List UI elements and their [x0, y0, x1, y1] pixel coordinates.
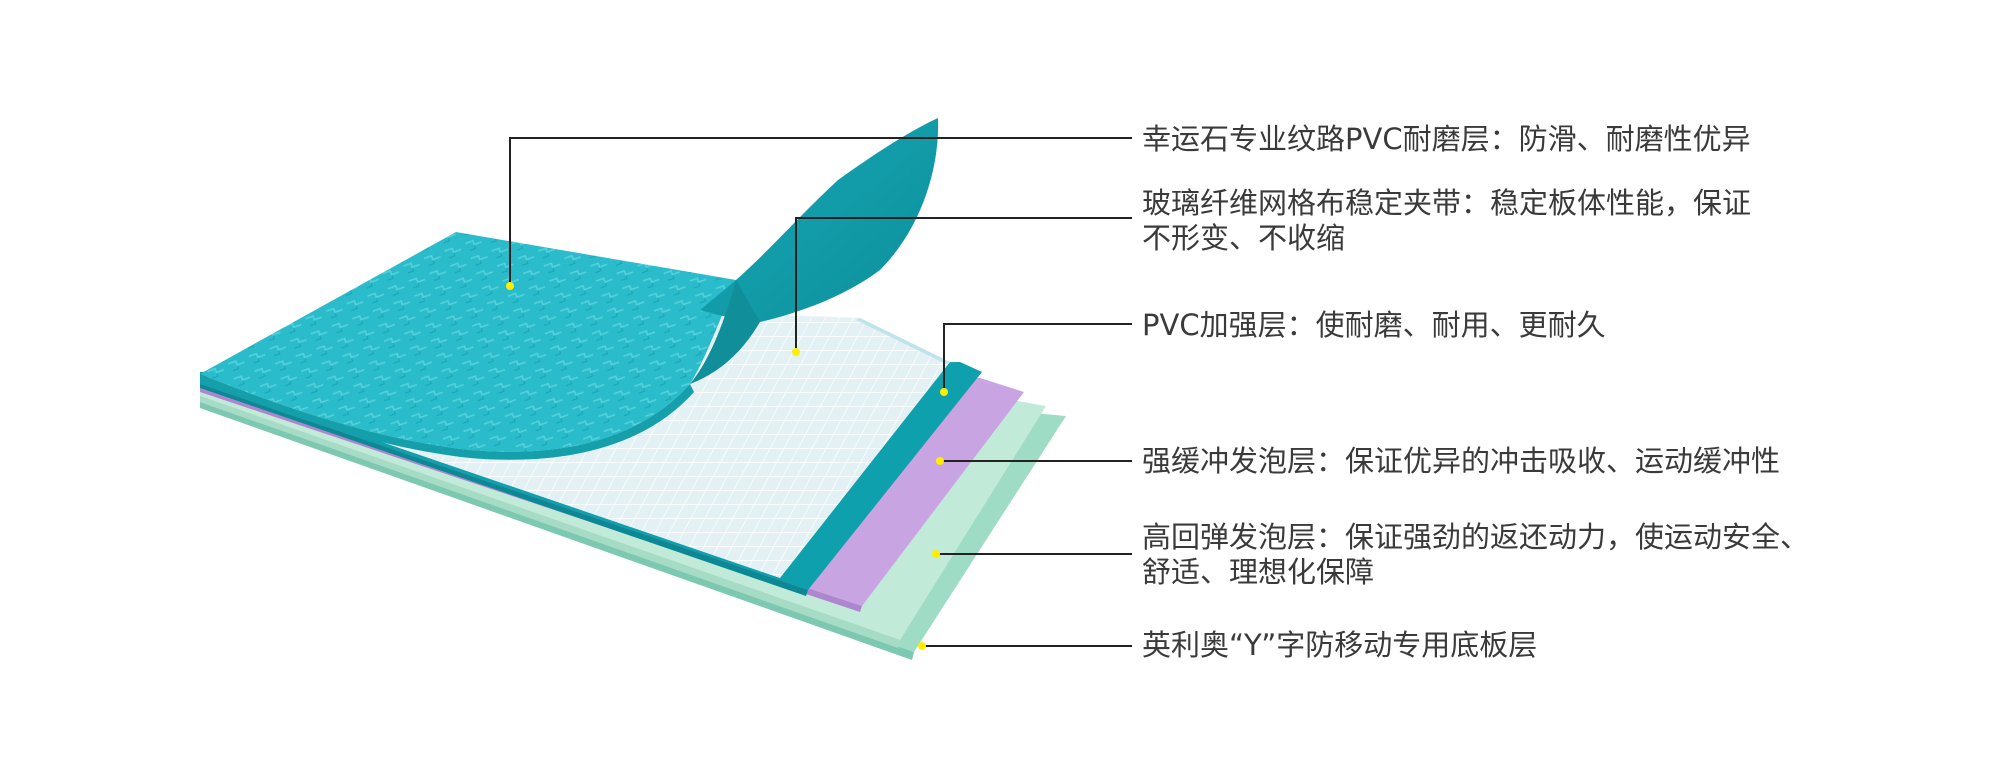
leader-line-fiberglass: [795, 217, 1132, 352]
label-line: 玻璃纤维网格布稳定夹带：稳定板体性能，保证: [1142, 186, 1752, 220]
label-base-layer: 英利奥“Y”字防移动专用底板层: [1142, 628, 1862, 663]
leader-dot-rebound: [932, 550, 940, 558]
leader-dot-wear: [506, 282, 514, 290]
label-line: 强缓冲发泡层：保证优异的冲击吸收、运动缓冲性: [1142, 444, 1781, 478]
leader-dots: [506, 282, 948, 650]
label-cushion-foam-layer: 强缓冲发泡层：保证优异的冲击吸收、运动缓冲性: [1142, 444, 1862, 479]
leader-dot-base: [918, 642, 926, 650]
leader-dot-pvc: [940, 388, 948, 396]
wear-layer-shape: [200, 118, 939, 460]
leader-line-wear: [509, 137, 1132, 286]
label-line: 幸运石专业纹路PVC耐磨层：防滑、耐磨性优异: [1142, 122, 1751, 156]
label-line: 英利奥“Y”字防移动专用底板层: [1142, 628, 1538, 662]
leader-line-pvc: [943, 323, 1132, 392]
label-line: 舒适、理想化保障: [1142, 555, 1375, 589]
label-line: PVC加强层：使耐磨、耐用、更耐久: [1142, 308, 1606, 342]
label-rebound-foam-layer: 高回弹发泡层：保证强劲的返还动力，使运动安全、 舒适、理想化保障: [1142, 520, 1862, 590]
label-line: 高回弹发泡层：保证强劲的返还动力，使运动安全、: [1142, 520, 1810, 554]
label-line: 不形变、不收缩: [1142, 221, 1346, 255]
label-pvc-reinforcement-layer: PVC加强层：使耐磨、耐用、更耐久: [1142, 308, 1862, 343]
leader-lines: [509, 137, 1132, 647]
leader-dot-cushion: [936, 457, 944, 465]
leader-dot-fiberglass: [792, 348, 800, 356]
label-fiberglass-layer: 玻璃纤维网格布稳定夹带：稳定板体性能，保证 不形变、不收缩: [1142, 186, 1862, 256]
label-wear-layer: 幸运石专业纹路PVC耐磨层：防滑、耐磨性优异: [1142, 122, 1862, 157]
